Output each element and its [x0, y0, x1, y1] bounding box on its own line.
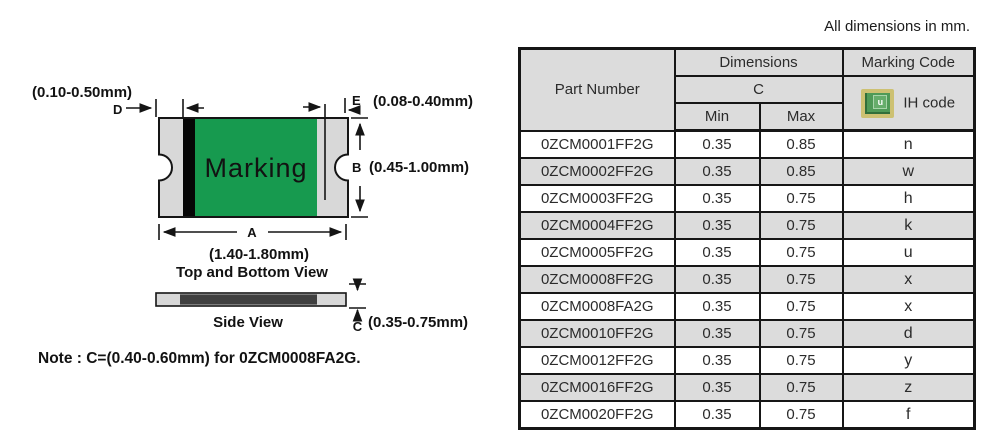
cell-max: 0.85	[758, 157, 844, 186]
col-header-min: Min	[673, 102, 761, 132]
cell-min: 0.35	[673, 157, 761, 186]
cell-max: 0.75	[758, 319, 844, 348]
col-header-ih-code: u IH code	[841, 75, 976, 132]
cell-max: 0.75	[758, 400, 844, 430]
cell-min: 0.35	[673, 292, 761, 321]
dim-d-value: (0.10-0.50mm)	[32, 84, 132, 101]
marking-area	[195, 119, 317, 216]
col-header-part-number: Part Number	[518, 47, 676, 132]
cell-part-number: 0ZCM0001FF2G	[518, 129, 676, 159]
cell-part-number: 0ZCM0008FA2G	[518, 292, 676, 321]
cell-max: 0.75	[758, 211, 844, 240]
col-header-max: Max	[758, 102, 844, 132]
cell-marking-code: u	[841, 238, 976, 267]
marking-label: Marking	[204, 153, 307, 183]
dim-c-label: C	[353, 319, 363, 334]
cell-max: 0.75	[758, 373, 844, 402]
cell-max: 0.75	[758, 265, 844, 294]
cell-part-number: 0ZCM0005FF2G	[518, 238, 676, 267]
cell-min: 0.35	[673, 346, 761, 375]
cell-min: 0.35	[673, 373, 761, 402]
cell-max: 0.75	[758, 238, 844, 267]
cell-min: 0.35	[673, 400, 761, 430]
side-view-core	[180, 294, 317, 305]
cell-min: 0.35	[673, 265, 761, 294]
cell-max: 0.85	[758, 129, 844, 159]
component-dimension-diagram: (0.10-0.50mm) D Marking E (0.08-0.40mm) …	[32, 84, 473, 367]
units-note: All dimensions in mm.	[824, 18, 970, 35]
col-header-c: C	[673, 75, 844, 104]
cell-part-number: 0ZCM0003FF2G	[518, 184, 676, 213]
cell-min: 0.35	[673, 184, 761, 213]
side-view-caption: Side View	[213, 314, 283, 331]
cell-marking-code: z	[841, 373, 976, 402]
cell-max: 0.75	[758, 184, 844, 213]
col-header-dimensions: Dimensions	[673, 47, 844, 77]
cell-marking-code: w	[841, 157, 976, 186]
top-view-caption: Top and Bottom View	[176, 264, 328, 281]
cell-marking-code: d	[841, 319, 976, 348]
cell-marking-code: x	[841, 265, 976, 294]
cell-marking-code: y	[841, 346, 976, 375]
cell-min: 0.35	[673, 319, 761, 348]
cell-max: 0.75	[758, 292, 844, 321]
dim-b-value: (0.45-1.00mm)	[369, 159, 469, 176]
cell-part-number: 0ZCM0004FF2G	[518, 211, 676, 240]
dim-a-label: A	[247, 225, 257, 240]
col-header-marking-code: Marking Code	[841, 47, 976, 77]
cell-min: 0.35	[673, 129, 761, 159]
cell-min: 0.35	[673, 238, 761, 267]
cell-max: 0.75	[758, 346, 844, 375]
cell-marking-code: n	[841, 129, 976, 159]
diagram-note: Note : C=(0.40-0.60mm) for 0ZCM0008FA2G.	[38, 350, 361, 367]
cell-part-number: 0ZCM0016FF2G	[518, 373, 676, 402]
cell-part-number: 0ZCM0020FF2G	[518, 400, 676, 430]
dim-b-label: B	[352, 160, 361, 175]
dim-c-value: (0.35-0.75mm)	[368, 314, 468, 331]
cell-part-number: 0ZCM0010FF2G	[518, 319, 676, 348]
cell-min: 0.35	[673, 211, 761, 240]
cell-marking-code: h	[841, 184, 976, 213]
dim-e-label: E	[352, 93, 361, 108]
chip-letter: u	[873, 94, 888, 109]
cell-marking-code: x	[841, 292, 976, 321]
dim-a-value: (1.40-1.80mm)	[209, 246, 309, 263]
cell-part-number: 0ZCM0008FF2G	[518, 265, 676, 294]
ih-code-label: IH code	[903, 93, 956, 111]
cell-part-number: 0ZCM0002FF2G	[518, 157, 676, 186]
cell-part-number: 0ZCM0012FF2G	[518, 346, 676, 375]
cell-marking-code: f	[841, 400, 976, 430]
dim-d-label: D	[113, 102, 122, 117]
dim-e-value: (0.08-0.40mm)	[373, 93, 473, 110]
chip-marking-icon: u	[861, 88, 895, 118]
cathode-stripe	[183, 119, 195, 216]
cell-marking-code: k	[841, 211, 976, 240]
